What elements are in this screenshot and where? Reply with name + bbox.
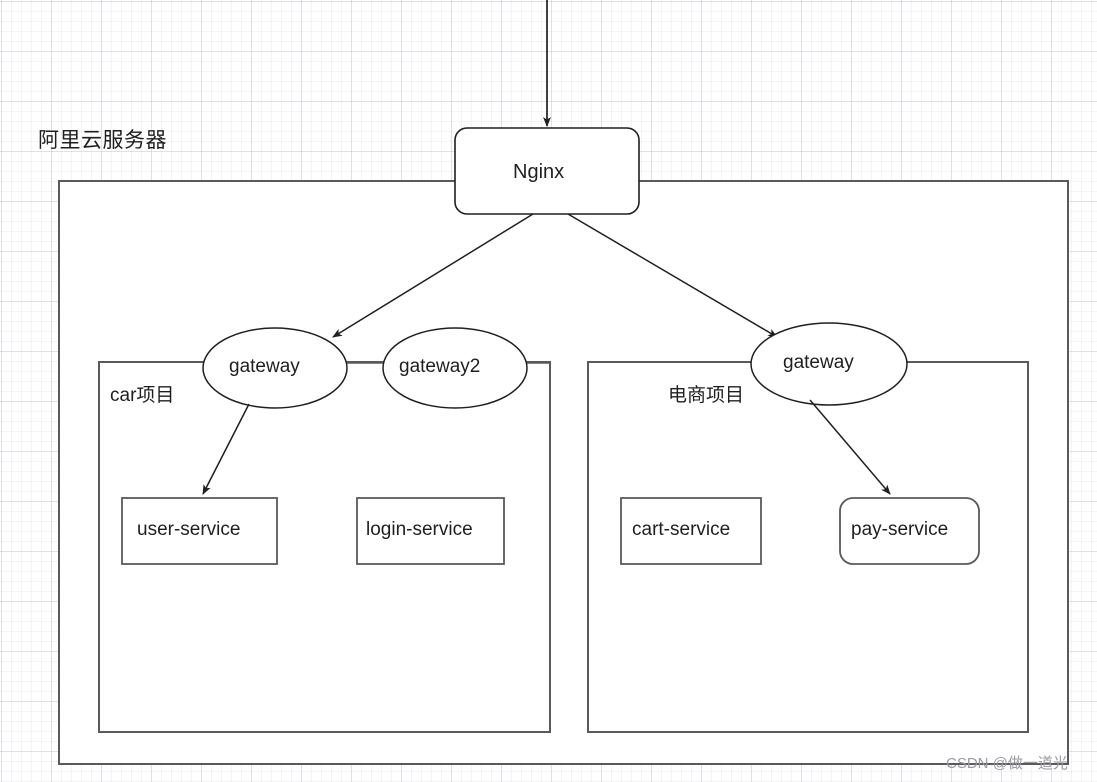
arrow-gateway-ecommerce-to-pay-service: [809, 399, 891, 495]
node-pay-service[interactable]: [839, 497, 980, 565]
node-user-service[interactable]: [121, 497, 278, 565]
nginx-label: Nginx: [513, 161, 565, 183]
group-label-ecommerce: 电商项目: [668, 385, 745, 406]
user-service-label: user-service: [137, 519, 241, 540]
arrow-gateway-car-to-user-service: [202, 403, 250, 495]
node-cart-service[interactable]: [620, 497, 762, 565]
watermark-label: CSDN @做一道光: [946, 755, 1068, 772]
arrow-nginx-to-gateway-car: [332, 213, 534, 338]
node-gateway2[interactable]: [382, 327, 528, 409]
cart-service-label: cart-service: [632, 519, 731, 540]
node-gateway-car[interactable]: [202, 327, 348, 409]
server-container-box: [58, 180, 1069, 765]
gateway-car-label: gateway: [229, 356, 300, 377]
gateway-ecommerce-label: gateway: [783, 352, 854, 373]
server-title-label: 阿里云服务器: [38, 129, 167, 152]
login-service-label: login-service: [366, 519, 473, 540]
pay-service-label: pay-service: [851, 519, 949, 540]
node-gateway-ecommerce[interactable]: [750, 322, 908, 406]
gateway2-label: gateway2: [399, 356, 481, 377]
node-login-service[interactable]: [356, 497, 505, 565]
group-label-car: car项目: [110, 385, 175, 406]
arrow-nginx-to-gateway-ecommerce: [567, 213, 778, 338]
node-nginx[interactable]: [454, 127, 640, 215]
